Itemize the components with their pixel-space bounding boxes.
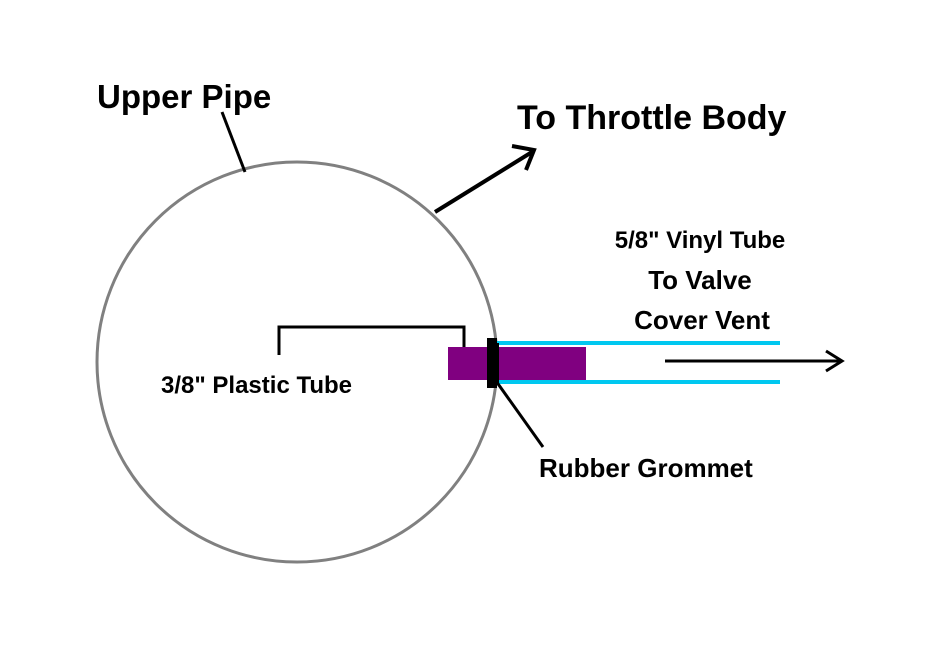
upper-pipe-circle <box>95 160 499 564</box>
plastic-tube-label: 3/8" Plastic Tube <box>161 372 352 399</box>
vinyl-tube-label-line-3: Cover Vent <box>634 305 770 335</box>
plastic-tube <box>448 347 586 380</box>
upper-pipe-label: Upper Pipe <box>97 78 271 115</box>
upper-pipe-leader-line <box>220 111 247 173</box>
rubber-grommet <box>487 338 499 388</box>
vinyl-tube <box>490 341 780 384</box>
vinyl-tube-label-line-2: To Valve <box>648 265 752 295</box>
rubber-grommet-leader-line <box>494 380 545 448</box>
vinyl-tube-label-line-1: 5/8" Vinyl Tube <box>615 227 786 254</box>
rubber-grommet-label: Rubber Grommet <box>539 453 753 483</box>
plastic-tube-bracket <box>277 325 466 355</box>
throttle-body-arrow <box>433 144 537 214</box>
to-throttle-body-label: To Throttle Body <box>517 99 787 137</box>
valve-cover-vent-arrow <box>665 349 845 373</box>
